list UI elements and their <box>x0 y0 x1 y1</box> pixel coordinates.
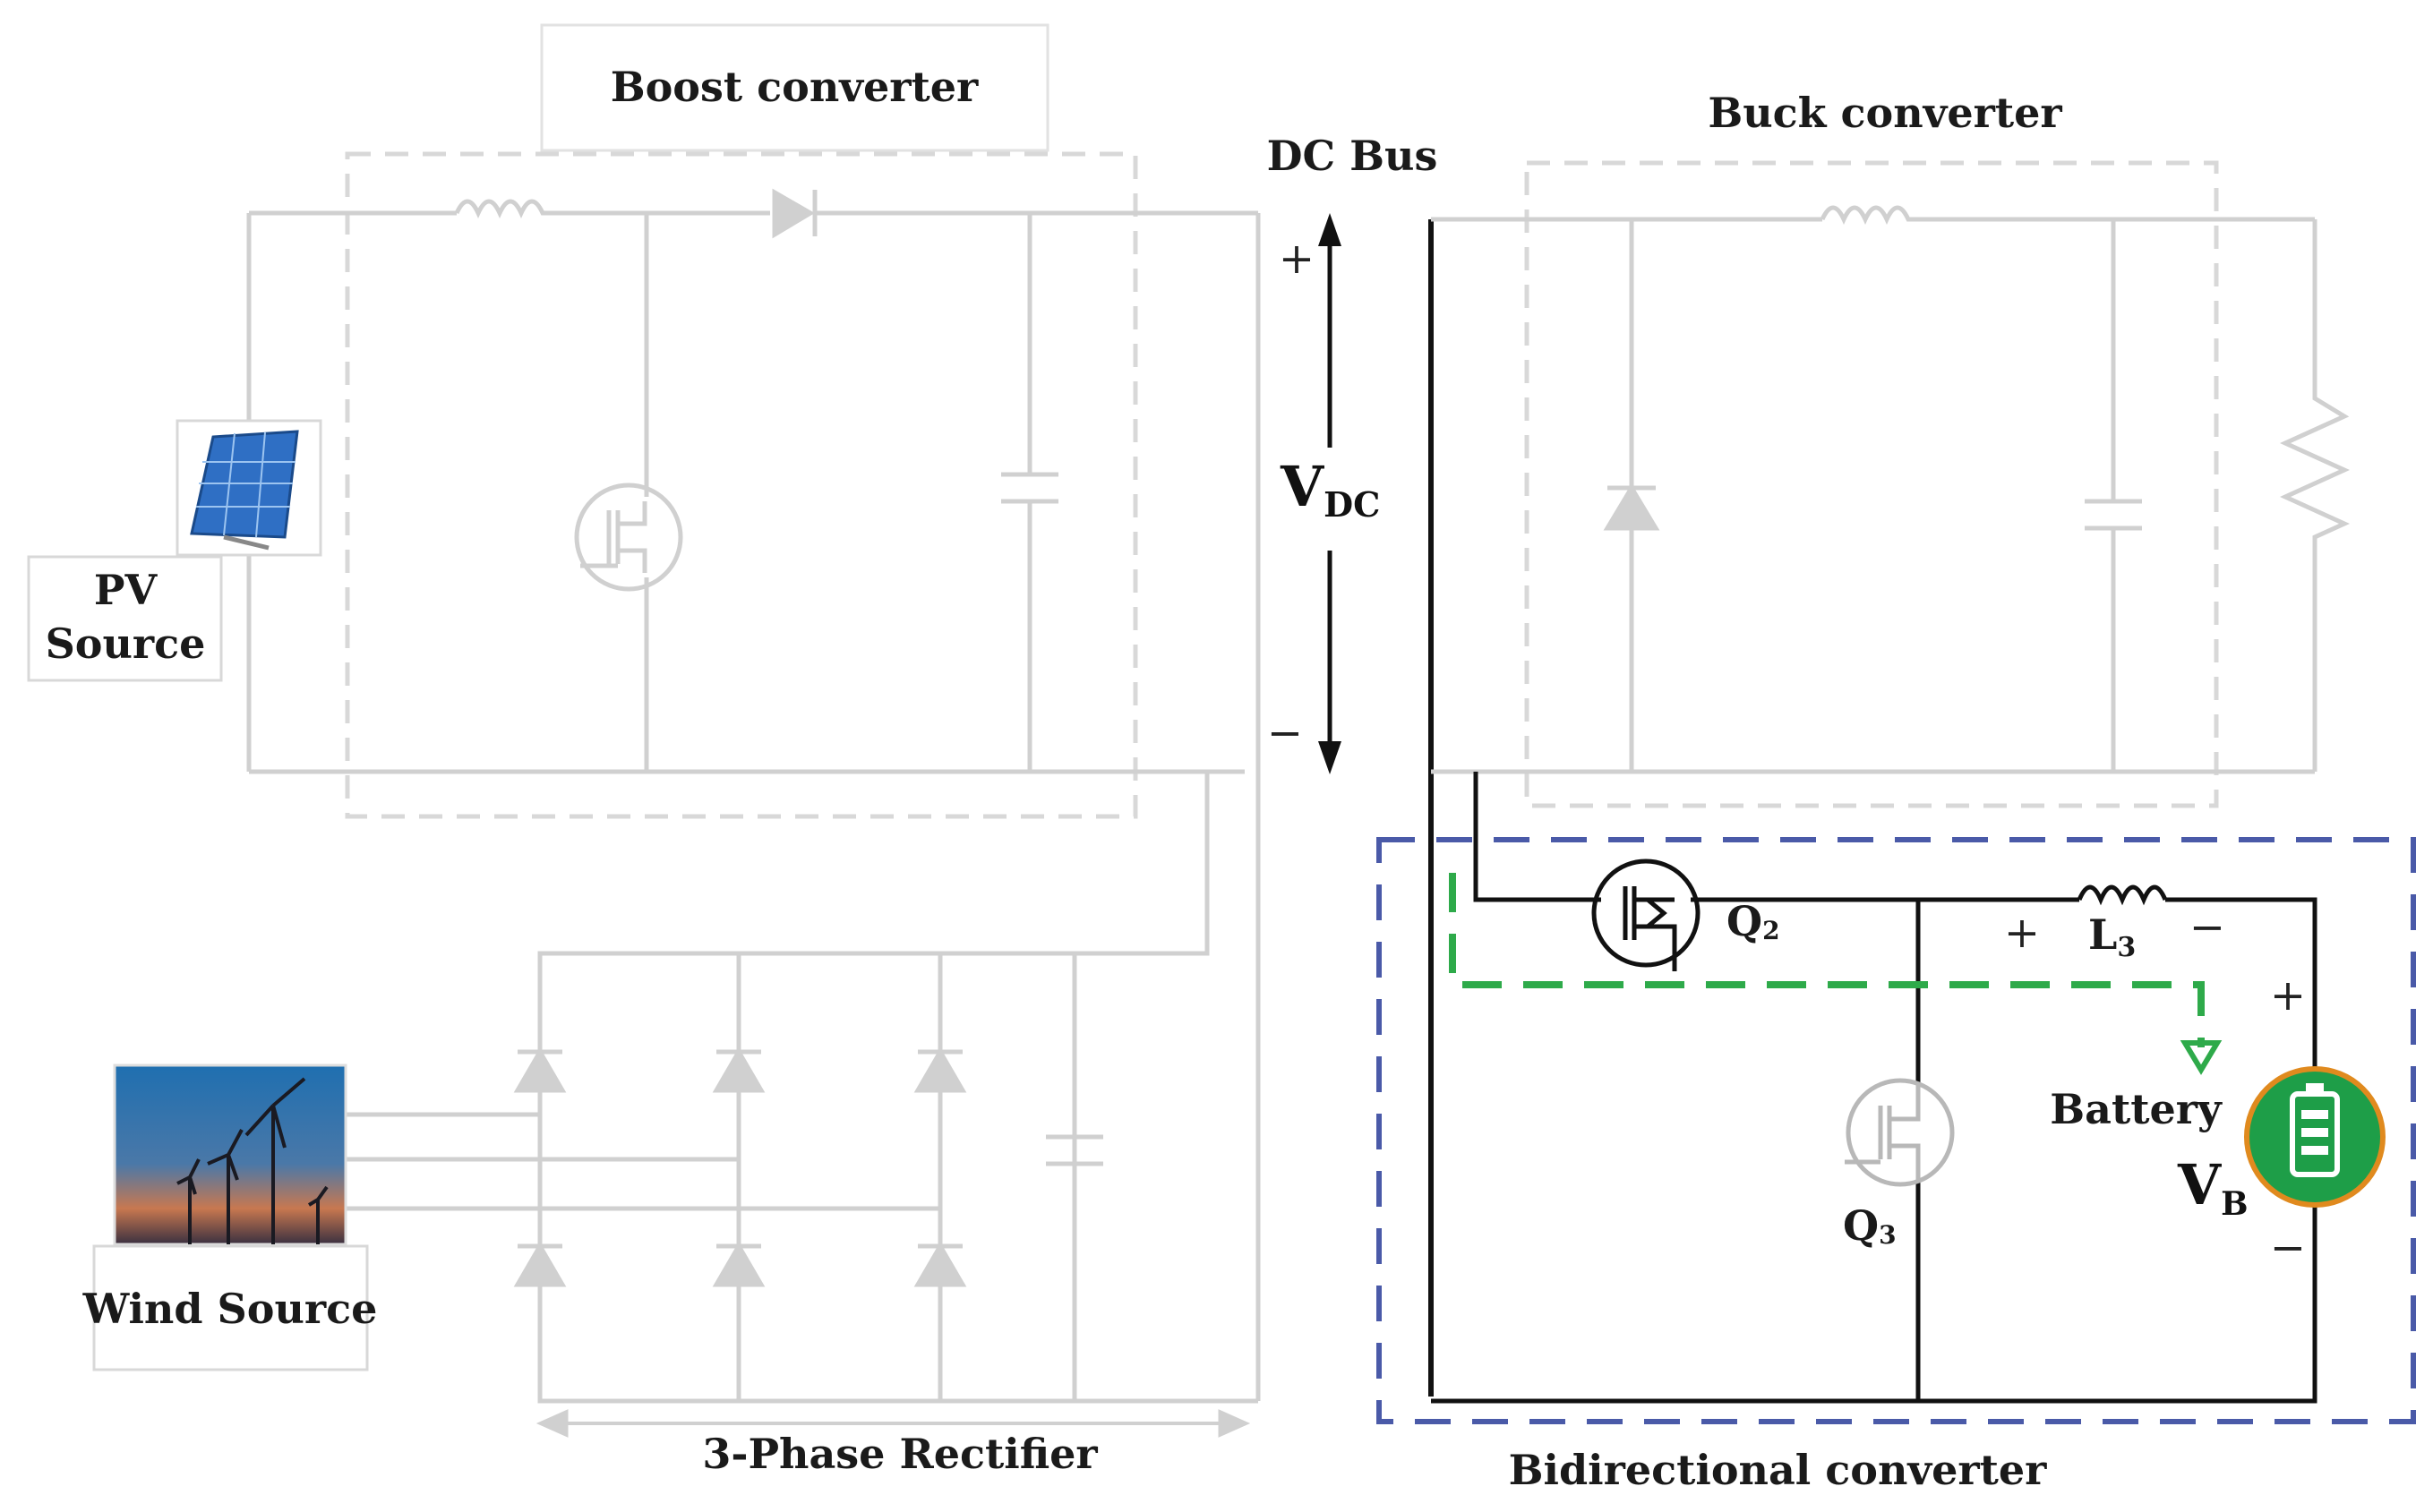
boost-converter-title-box: Boost converter <box>540 23 1049 152</box>
rectifier-label: 3-Phase Rectifier <box>702 1430 1098 1478</box>
wind-source-label: Wind Source <box>82 1285 378 1333</box>
q2-switch-icon <box>1591 859 1701 971</box>
vdc-label: VDC <box>1280 454 1380 525</box>
battery-minus-sign: − <box>2270 1223 2306 1273</box>
buck-converter-label: Buck converter <box>1708 89 2062 137</box>
wind-source: Wind Source <box>82 1064 378 1371</box>
battery-icon <box>2244 1066 2386 1208</box>
current-path <box>1449 873 2205 1047</box>
vb-label: VB <box>2177 1152 2249 1223</box>
bidirectional-converter-box <box>1376 837 2416 1424</box>
battery-plus-sign: + <box>2270 970 2306 1021</box>
l3-inductor <box>2077 884 2168 906</box>
boost-converter-label: Boost converter <box>611 63 979 111</box>
buck-inductor <box>1820 205 2315 225</box>
buck-resistor <box>2279 219 2351 772</box>
vdc-plus-sign: + <box>1279 234 1315 284</box>
buck-converter <box>1431 160 2351 808</box>
boost-inductor <box>454 199 770 218</box>
three-phase-rectifier <box>345 772 1258 1438</box>
bidirectional-converter-label: Bidirectional converter <box>1509 1446 2048 1494</box>
dc-bus-label: DC Bus <box>1267 132 1438 180</box>
boost-switch-icon <box>574 483 683 592</box>
pv-source: PV Source <box>27 419 322 682</box>
dc-bus: DC Bus + − VDC <box>1255 132 1438 1401</box>
bidirectional-converter: Q2 Q3 L3 + − Battery + − VB <box>1376 772 2416 1424</box>
l3-plus-sign: + <box>2004 908 2040 958</box>
vdc-arrow-up <box>1318 213 1341 246</box>
boost-diode <box>772 188 815 239</box>
pv-source-label-1: PV <box>94 566 158 614</box>
q2-label: Q2 <box>1726 897 1780 945</box>
buck-diode <box>1603 483 1660 531</box>
q3-switch-icon <box>1845 1078 1955 1187</box>
vdc-minus-sign: − <box>1267 708 1303 758</box>
boost-converter <box>246 151 1258 819</box>
l3-minus-sign: − <box>2189 902 2225 952</box>
battery-label: Battery <box>2050 1085 2223 1133</box>
current-path-arrow <box>2180 1040 2223 1075</box>
wind-turbine-icon <box>176 1077 329 1244</box>
q3-label: Q3 <box>1843 1201 1897 1250</box>
l3-label: L3 <box>2088 910 2136 963</box>
pv-source-label-2: Source <box>46 619 206 668</box>
vdc-arrow-down <box>1318 741 1341 774</box>
